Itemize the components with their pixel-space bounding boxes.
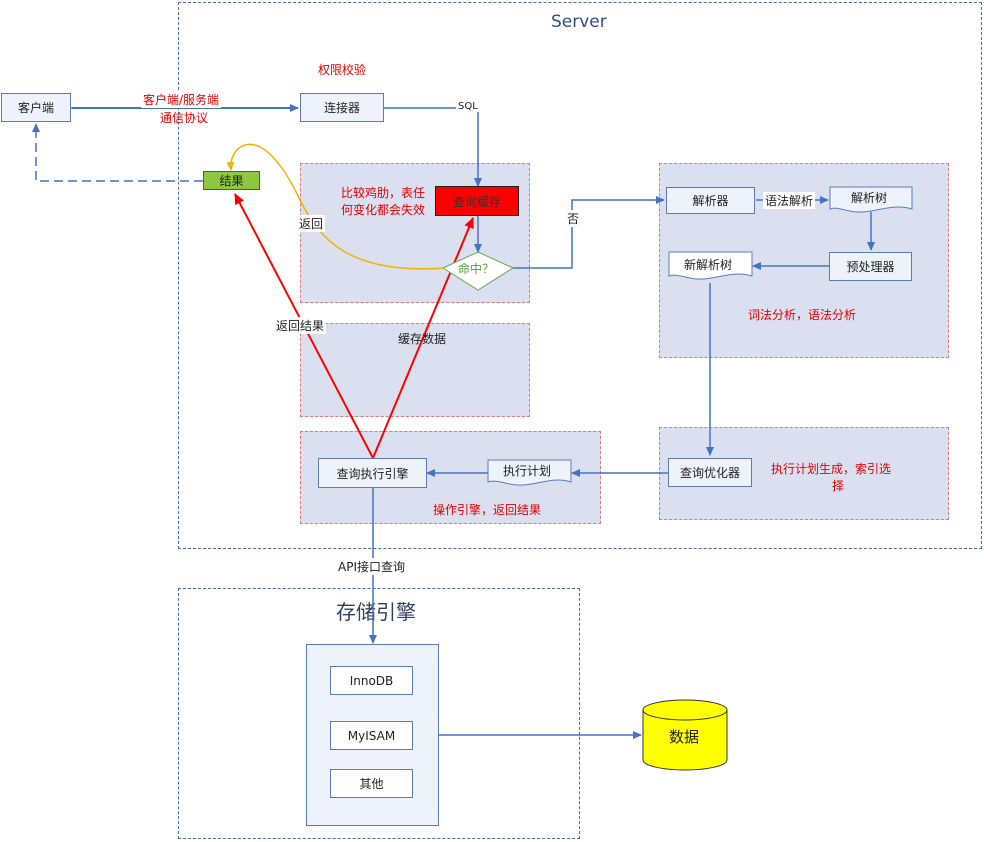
protocol-label-1: 客户端/服务端: [141, 91, 222, 108]
cache-data-region: [300, 323, 530, 417]
server-title: Server: [551, 12, 607, 32]
optimizer-node[interactable]: 查询优化器: [668, 458, 752, 487]
engine-other[interactable]: 其他: [330, 769, 413, 798]
parse-tree-label: 解析树: [851, 191, 888, 205]
parse-tree-shape: [829, 186, 913, 213]
server-frame: [178, 2, 982, 549]
data-label: 数据: [669, 728, 700, 746]
new-parse-tree-label: 新解析树: [684, 258, 733, 272]
result-node[interactable]: 结果: [203, 171, 260, 190]
parse-note: 词法分析，语法分析: [748, 308, 857, 322]
cache-data-label: 缓存数据: [398, 332, 447, 346]
optimizer-note-2: 择: [832, 479, 845, 493]
engine-myisam[interactable]: MyISAM: [330, 721, 413, 750]
storage-title: 存储引擎: [336, 600, 416, 624]
hit-decision-label: 命中？: [458, 262, 495, 276]
lexical-label: 语法解析: [763, 192, 816, 209]
hit-return-curve: [226, 143, 447, 270]
client-node[interactable]: 客户端: [1, 93, 71, 122]
exec-engine-node[interactable]: 查询执行引擎: [318, 458, 427, 488]
cache-data-line: [372, 217, 474, 459]
return-label: 返回: [297, 215, 326, 232]
connector-node[interactable]: 连接器: [300, 93, 384, 122]
parser-node[interactable]: 解析器: [666, 187, 755, 214]
storage-frame: [178, 588, 580, 839]
engine-innodb[interactable]: InnoDB: [330, 666, 413, 695]
query-cache-node[interactable]: 查询缓存: [435, 186, 519, 216]
cache-note-2: 何变化都会失效: [341, 203, 426, 217]
sql-path: [384, 107, 482, 187]
optimizer-note-1: 执行计划生成，索引选: [771, 462, 892, 476]
exec-plan-label: 执行计划: [503, 464, 552, 478]
cylinder-icon: [642, 699, 728, 771]
protocol-label-2: 通信协议: [160, 111, 209, 125]
auth-annotation: 权限校验: [318, 63, 367, 77]
return-result-label: 返回结果: [274, 317, 327, 334]
api-label: API接口查询: [336, 558, 407, 575]
no-label: 否: [565, 210, 582, 227]
exec-note: 操作引擎，返回结果: [433, 503, 542, 517]
new-parse-tree-shape: [668, 251, 753, 280]
no-path: [513, 196, 665, 269]
sql-label: SQL: [456, 101, 480, 112]
cache-note-1: 比较鸡肋，表任: [341, 186, 426, 200]
exec-plan-shape: [487, 459, 572, 486]
preprocessor-node[interactable]: 预处理器: [829, 252, 912, 281]
diamond-icon: [441, 251, 515, 291]
result-to-client-path: [32, 123, 203, 182]
